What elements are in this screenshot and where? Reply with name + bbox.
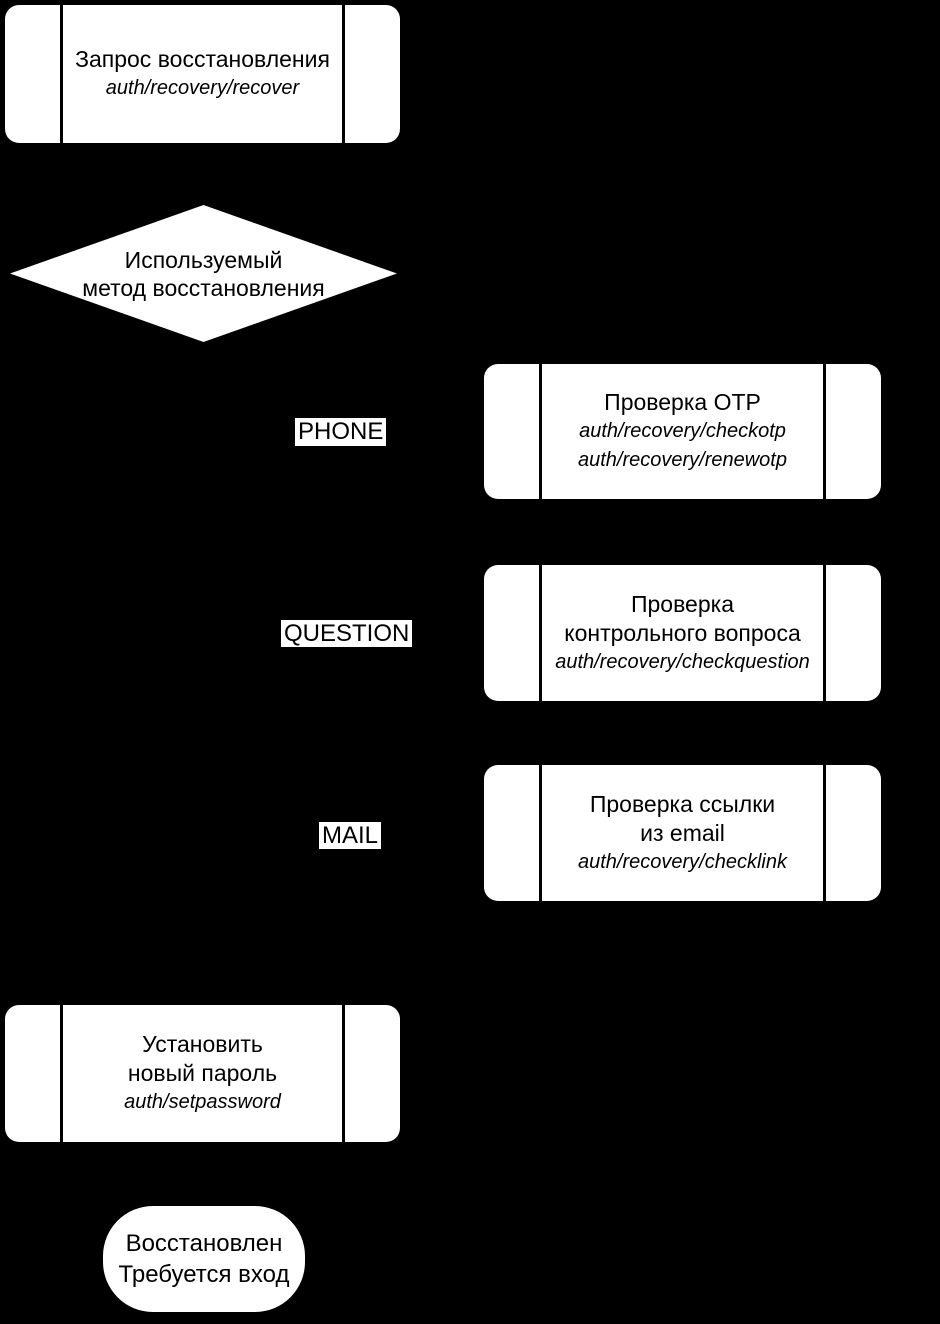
subroutine-right-bar bbox=[342, 5, 345, 143]
node-check-link: Проверка ссылки из email auth/recovery/c… bbox=[484, 765, 881, 901]
decision-recovery-method: Используемый метод восстановления bbox=[10, 205, 397, 342]
node-endpoint: auth/setpassword bbox=[124, 1091, 281, 1113]
subroutine-right-bar bbox=[823, 765, 826, 901]
node-set-password: Установить новый пароль auth/setpassword bbox=[5, 1005, 400, 1142]
node-title-line-2: новый пароль bbox=[127, 1060, 278, 1086]
node-content: Установить новый пароль auth/setpassword bbox=[5, 1005, 400, 1142]
node-content: Проверка OTP auth/recovery/checkotp auth… bbox=[484, 364, 881, 499]
edge-label-question: QUESTION bbox=[281, 620, 413, 647]
end-line-2: Требуется вход bbox=[118, 1261, 290, 1288]
node-title-line-1: Проверка bbox=[630, 590, 735, 617]
node-end-restored: Восстановлен Требуется вход bbox=[103, 1206, 305, 1312]
node-check-question: Проверка контрольного вопроса auth/recov… bbox=[484, 565, 881, 701]
edge-label-phone: PHONE bbox=[295, 418, 387, 446]
node-check-otp: Проверка OTP auth/recovery/checkotp auth… bbox=[484, 364, 881, 499]
subroutine-left-bar bbox=[539, 565, 542, 701]
node-title-line-2: из email bbox=[640, 819, 725, 846]
subroutine-left-bar bbox=[60, 5, 63, 143]
node-title: Запрос восстановления bbox=[75, 46, 330, 72]
node-title-line-2: контрольного вопроса bbox=[564, 619, 801, 646]
decision-line-2: метод восстановления bbox=[82, 274, 325, 301]
subroutine-right-bar bbox=[342, 1005, 345, 1142]
node-endpoint: auth/recovery/renewotp bbox=[577, 449, 787, 471]
subroutine-left-bar bbox=[539, 364, 542, 499]
node-title-line-1: Проверка ссылки bbox=[589, 790, 776, 817]
node-content: Проверка контрольного вопроса auth/recov… bbox=[484, 565, 881, 701]
node-title-line-1: Установить bbox=[142, 1031, 263, 1057]
subroutine-left-bar bbox=[539, 765, 542, 901]
subroutine-right-bar bbox=[823, 565, 826, 701]
subroutine-right-bar bbox=[823, 364, 826, 499]
decision-line-1: Используемый bbox=[124, 246, 283, 273]
node-recovery-request: Запрос восстановления auth/recovery/reco… bbox=[5, 5, 400, 143]
node-endpoint: auth/recovery/checkotp bbox=[579, 420, 786, 442]
end-line-1: Восстановлен bbox=[125, 1230, 283, 1257]
node-title: Проверка OTP bbox=[604, 389, 761, 415]
edge-label-mail: MAIL bbox=[319, 822, 382, 849]
node-endpoint: auth/recovery/recover bbox=[105, 77, 300, 99]
node-endpoint: auth/recovery/checkquestion bbox=[555, 650, 810, 673]
node-content: Запрос восстановления auth/recovery/reco… bbox=[5, 5, 400, 143]
node-content: Проверка ссылки из email auth/recovery/c… bbox=[484, 765, 881, 901]
subroutine-left-bar bbox=[60, 1005, 63, 1142]
node-endpoint: auth/recovery/checklink bbox=[578, 850, 787, 873]
